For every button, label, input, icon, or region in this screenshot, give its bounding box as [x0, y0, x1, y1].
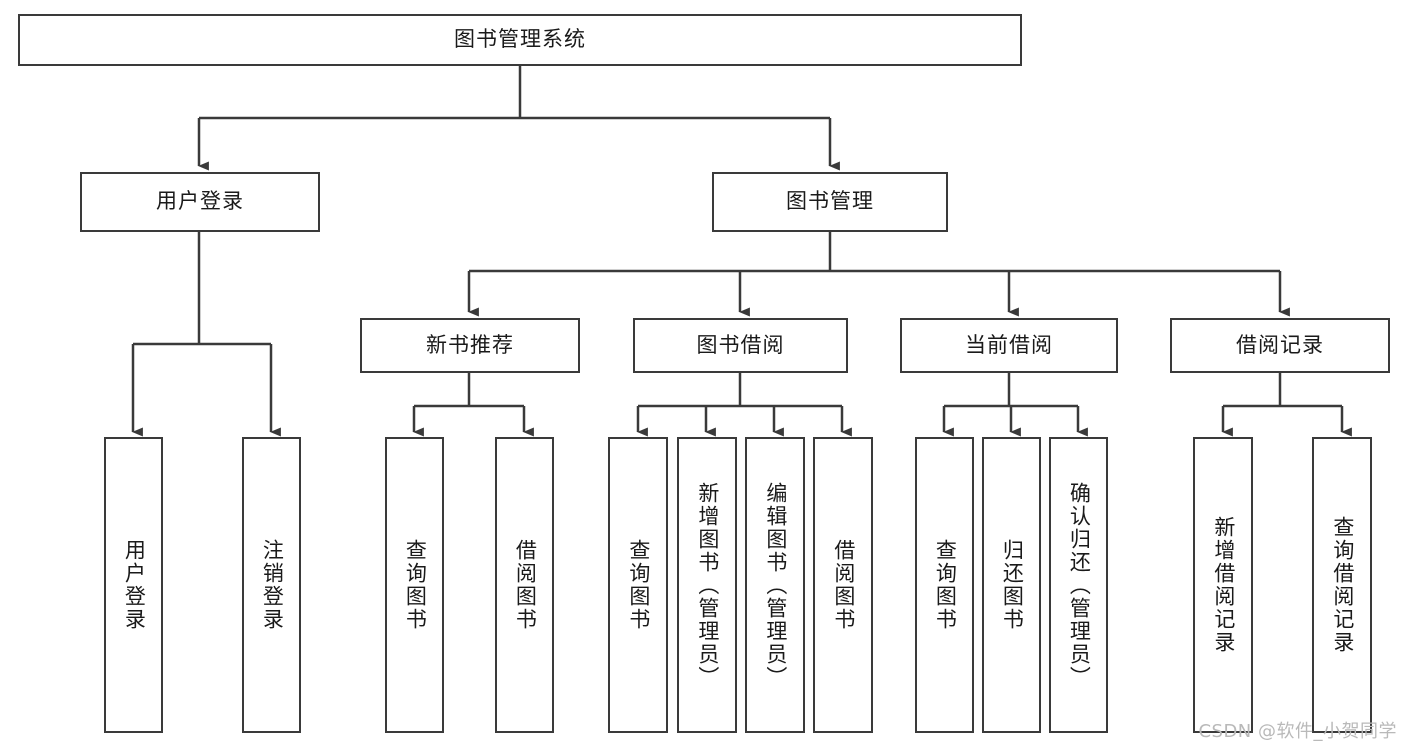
node-label: 编辑图书（管理员） — [763, 481, 788, 689]
node-label: 确认归还（管理员） — [1067, 481, 1092, 689]
node-leaf-query-book-borrow[interactable]: 查询图书 — [608, 437, 668, 733]
node-current-borrowing[interactable]: 当前借阅 — [900, 318, 1118, 373]
node-label: 图书借阅 — [696, 332, 785, 357]
node-leaf-query-book-new[interactable]: 查询图书 — [385, 437, 444, 733]
node-book-borrowing[interactable]: 图书借阅 — [633, 318, 848, 373]
node-leaf-logout[interactable]: 注销登录 — [242, 437, 301, 733]
node-leaf-query-borrow-record[interactable]: 查询借阅记录 — [1312, 437, 1372, 733]
node-leaf-confirm-return-admin[interactable]: 确认归还（管理员） — [1049, 437, 1108, 733]
node-borrowing-record[interactable]: 借阅记录 — [1170, 318, 1390, 373]
node-label: 新增图书（管理员） — [695, 481, 720, 689]
node-label: 图书管理系统 — [454, 27, 586, 52]
node-leaf-return-book[interactable]: 归还图书 — [982, 437, 1041, 733]
node-label: 当前借阅 — [965, 332, 1053, 357]
node-leaf-borrow-book[interactable]: 借阅图书 — [813, 437, 873, 733]
node-leaf-query-book-current[interactable]: 查询图书 — [915, 437, 974, 733]
node-leaf-user-login[interactable]: 用户登录 — [104, 437, 163, 733]
node-label: 注销登录 — [260, 539, 285, 631]
node-label: 借阅图书 — [831, 539, 856, 631]
node-root-book-management-system[interactable]: 图书管理系统 — [18, 14, 1022, 66]
node-label: 用户登录 — [156, 189, 244, 214]
node-label: 借阅记录 — [1236, 332, 1324, 357]
node-label: 图书管理 — [786, 189, 874, 214]
node-user-login[interactable]: 用户登录 — [80, 172, 320, 232]
node-label: 查询图书 — [403, 539, 428, 631]
watermark: CSDN @软件_小贺同学 — [1198, 721, 1397, 742]
node-label: 用户登录 — [122, 539, 147, 631]
node-leaf-borrow-book-new[interactable]: 借阅图书 — [495, 437, 554, 733]
node-new-book-recommendation[interactable]: 新书推荐 — [360, 318, 580, 373]
node-book-management[interactable]: 图书管理 — [712, 172, 948, 232]
node-label: 查询图书 — [626, 539, 651, 631]
node-label: 借阅图书 — [513, 539, 538, 631]
node-leaf-edit-book-admin[interactable]: 编辑图书（管理员） — [745, 437, 805, 733]
node-label: 新增借阅记录 — [1211, 516, 1236, 654]
node-label: 新书推荐 — [426, 332, 514, 357]
node-label: 查询图书 — [933, 539, 958, 631]
node-leaf-add-book-admin[interactable]: 新增图书（管理员） — [677, 437, 737, 733]
node-label: 查询借阅记录 — [1330, 516, 1355, 654]
node-leaf-add-borrow-record[interactable]: 新增借阅记录 — [1193, 437, 1253, 733]
node-label: 归还图书 — [1000, 539, 1025, 631]
